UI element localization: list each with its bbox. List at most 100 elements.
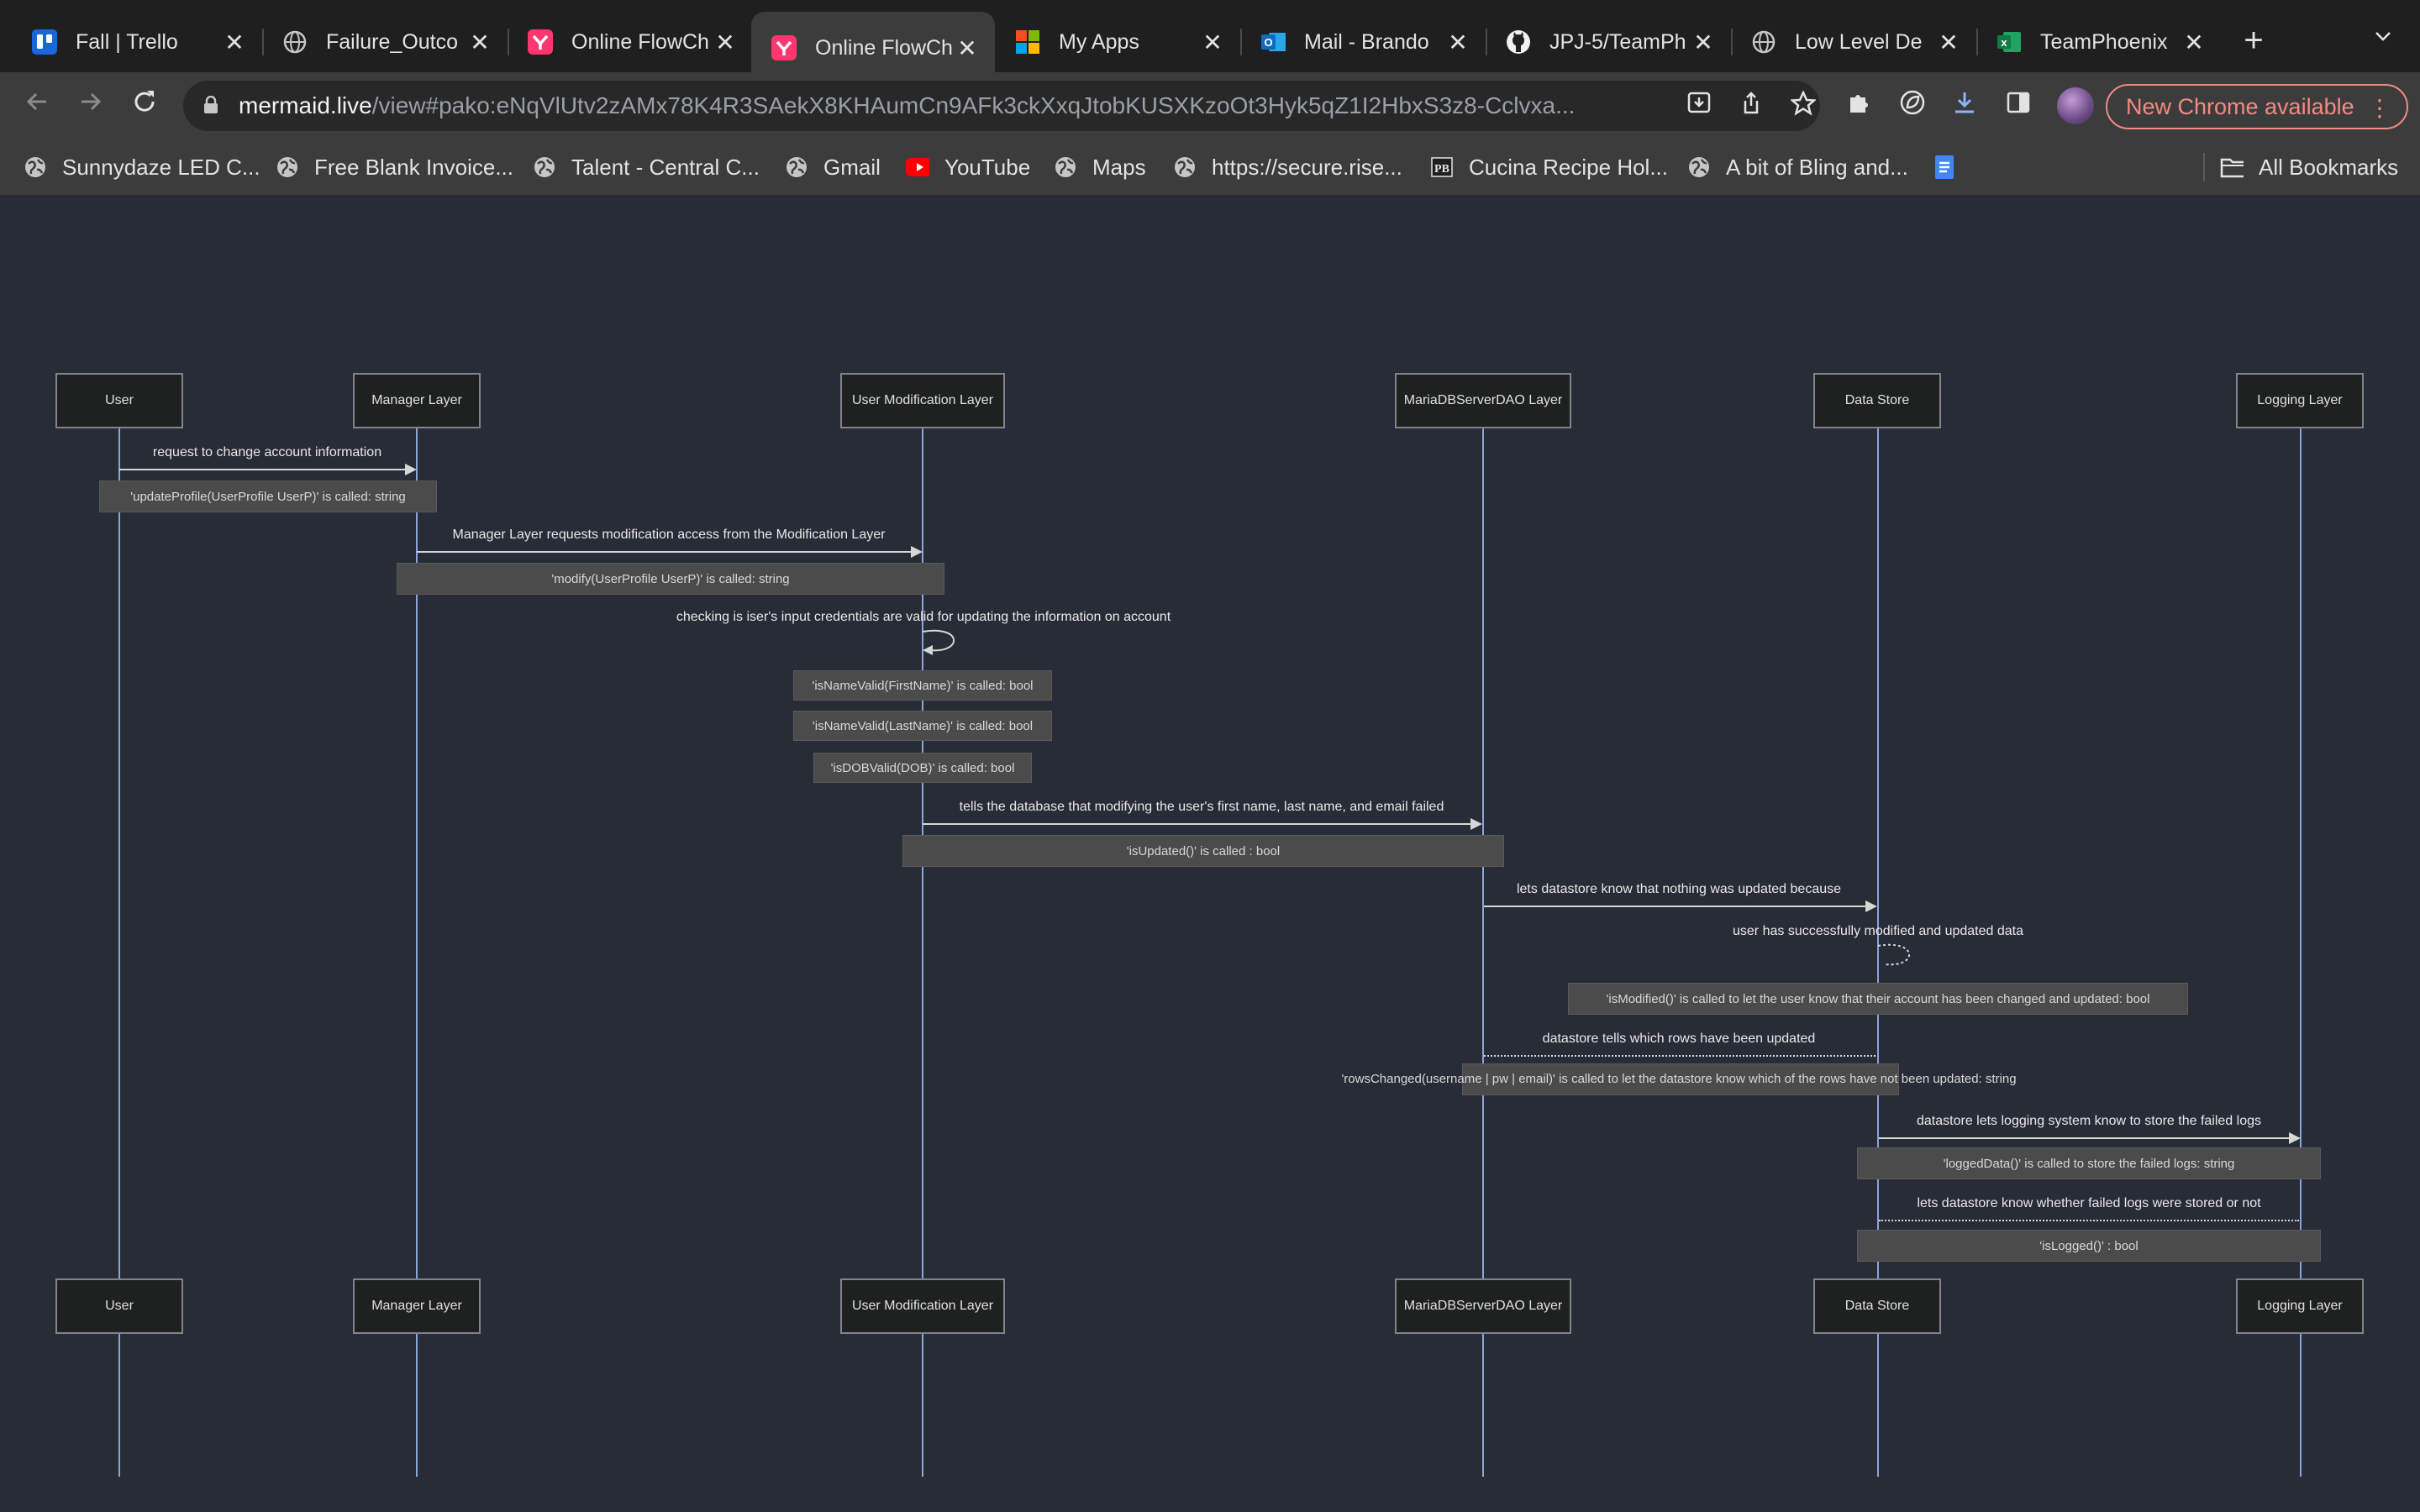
tab-separator <box>262 29 264 55</box>
note: 'isModified()' is called to let the user… <box>1568 983 2188 1015</box>
bookmark-item[interactable]: Gmail <box>785 153 881 181</box>
lifeline-logging-layer <box>2300 428 2302 1477</box>
close-icon[interactable]: ✕ <box>224 29 245 55</box>
share-icon[interactable] <box>1736 91 1766 121</box>
tab-search-chevron-icon[interactable] <box>2368 25 2398 55</box>
arrowhead <box>911 546 923 558</box>
bookmark-item-docs[interactable] <box>1933 153 1971 181</box>
reload-button[interactable] <box>126 87 163 124</box>
participant-data-store-bottom[interactable]: Data Store <box>1813 1278 1941 1334</box>
bookmark-item[interactable]: PB Cucina Recipe Hol... <box>1430 153 1668 181</box>
url-text[interactable]: mermaid.live/view#pako:eNqVlUtv2zAMx78K4… <box>239 92 1667 119</box>
participant-user-modification-layer-top[interactable]: User Modification Layer <box>840 373 1005 428</box>
participant-manager-layer-bottom[interactable]: Manager Layer <box>353 1278 481 1334</box>
close-icon[interactable]: ✕ <box>1693 29 1713 55</box>
note: 'isNameValid(FirstName)' is called: bool <box>793 670 1052 701</box>
participant-user-bottom[interactable]: User <box>55 1278 183 1334</box>
tab-github[interactable]: JPJ-5/TeamPh ✕ <box>1486 12 1733 72</box>
excel-icon: x <box>1996 29 2022 55</box>
bookmark-label: https://secure.rise... <box>1212 154 1402 180</box>
close-icon[interactable]: ✕ <box>1939 29 1959 55</box>
participant-logging-layer-bottom[interactable]: Logging Layer <box>2236 1278 2364 1334</box>
arrowhead <box>2289 1132 2301 1144</box>
more-vertical-icon: ⋮ <box>2368 95 2391 121</box>
lifeline-user <box>118 428 120 1477</box>
site-info-icon[interactable] <box>203 96 218 114</box>
tab-mail[interactable]: O Mail - Brando ✕ <box>1240 12 1487 72</box>
note: 'isNameValid(LastName)' is called: bool <box>793 711 1052 741</box>
svg-text:O: O <box>1264 36 1272 49</box>
note: 'modify(UserProfile UserP)' is called: s… <box>397 563 944 595</box>
lifeline-manager-layer <box>416 428 418 1477</box>
flowchart-app-icon <box>528 29 553 55</box>
participant-mariadb-dao-layer-top[interactable]: MariaDBServerDAO Layer <box>1395 373 1571 428</box>
note: 'isDOBValid(DOB)' is called: bool <box>813 753 1032 783</box>
message-arrow <box>417 551 911 553</box>
install-app-icon[interactable] <box>1684 91 1714 121</box>
bookmark-label: Gmail <box>823 154 881 180</box>
close-icon[interactable]: ✕ <box>1448 29 1468 55</box>
forward-arrow-icon <box>82 92 102 111</box>
tab-title: TeamPhoenix <box>2040 29 2168 54</box>
flowchart-app-icon <box>771 35 797 60</box>
message-label: lets datastore know whether failed logs … <box>1917 1196 2261 1210</box>
bookmark-item[interactable]: Sunnydaze LED C... <box>24 153 260 181</box>
address-bar[interactable]: mermaid.live/view#pako:eNqVlUtv2zAMx78K4… <box>183 81 1820 131</box>
message-arrow-dotted <box>1879 1220 2299 1221</box>
message-arrow <box>119 469 405 470</box>
participant-mariadb-dao-layer-bottom[interactable]: MariaDBServerDAO Layer <box>1395 1278 1571 1334</box>
tab-title: Online FlowCh <box>815 35 953 60</box>
participant-data-store-top[interactable]: Data Store <box>1813 373 1941 428</box>
note: 'isUpdated()' is called : bool <box>902 835 1504 867</box>
tab-separator <box>1240 29 1242 55</box>
tab-separator <box>1486 29 1487 55</box>
back-button[interactable] <box>18 87 55 124</box>
globe-icon <box>785 155 808 179</box>
bookmark-item[interactable]: https://secure.rise... <box>1173 153 1402 181</box>
participant-user-modification-layer-bottom[interactable]: User Modification Layer <box>840 1278 1005 1334</box>
bookmark-label: Maps <box>1092 154 1146 180</box>
close-icon[interactable]: ✕ <box>957 34 977 61</box>
close-icon[interactable]: ✕ <box>470 29 490 55</box>
forward-button[interactable] <box>72 87 109 124</box>
side-panel-icon[interactable] <box>2002 89 2035 123</box>
tab-strip: Fall | Trello ✕ Failure_Outco ✕ Online F… <box>0 0 2420 84</box>
tab-online-flowchart-active[interactable]: Online FlowCh ✕ <box>751 12 995 84</box>
svg-text:x: x <box>2001 36 2007 49</box>
diagram-canvas[interactable]: User Manager Layer User Modification Lay… <box>0 197 2420 1512</box>
tab-teamphoenix[interactable]: x TeamPhoenix ✕ <box>1976 12 2222 72</box>
close-icon[interactable]: ✕ <box>1202 29 1223 55</box>
tab-my-apps[interactable]: My Apps ✕ <box>995 12 1242 72</box>
all-bookmarks-button[interactable]: All Bookmarks <box>2220 153 2398 181</box>
tab-low-level-design[interactable]: Low Level De ✕ <box>1731 12 1978 72</box>
globe-icon <box>282 29 308 55</box>
extensions-puzzle-icon[interactable] <box>1842 89 1876 123</box>
participant-manager-layer-top[interactable]: Manager Layer <box>353 373 481 428</box>
message-arrow-dotted <box>1484 1055 1876 1057</box>
tab-separator <box>508 29 509 55</box>
arrowhead <box>1470 818 1482 830</box>
bookmark-item[interactable]: Maps <box>1054 153 1146 181</box>
bookmark-item[interactable]: Talent - Central C... <box>533 153 760 181</box>
extension-leaf-icon[interactable] <box>1896 89 1929 123</box>
participant-user-top[interactable]: User <box>55 373 183 428</box>
participant-logging-layer-top[interactable]: Logging Layer <box>2236 373 2364 428</box>
new-tab-button[interactable]: + <box>2244 22 2264 59</box>
new-chrome-available-button[interactable]: New Chrome available ⋮ <box>2106 84 2408 129</box>
note: 'isLogged()' : bool <box>1857 1230 2321 1262</box>
profile-avatar[interactable] <box>2057 87 2094 124</box>
close-icon[interactable]: ✕ <box>715 29 735 55</box>
bookmark-item[interactable]: YouTube <box>906 153 1030 181</box>
tab-online-flowchart-1[interactable]: Online FlowCh ✕ <box>508 12 753 72</box>
tab-trello[interactable]: Fall | Trello ✕ <box>12 12 264 72</box>
bookmark-item[interactable]: Free Blank Invoice... <box>276 153 513 181</box>
tab-failure-outcome[interactable]: Failure_Outco ✕ <box>262 12 509 72</box>
globe-icon <box>1751 29 1776 55</box>
bookmark-star-icon[interactable] <box>1788 89 1818 121</box>
close-icon[interactable]: ✕ <box>2184 29 2204 55</box>
tab-title: My Apps <box>1059 29 1139 54</box>
message-arrow <box>1879 1137 2289 1139</box>
tab-title: Online FlowCh <box>571 29 709 54</box>
bookmark-item[interactable]: A bit of Bling and... <box>1687 153 1908 181</box>
downloads-icon[interactable] <box>1948 89 1981 123</box>
